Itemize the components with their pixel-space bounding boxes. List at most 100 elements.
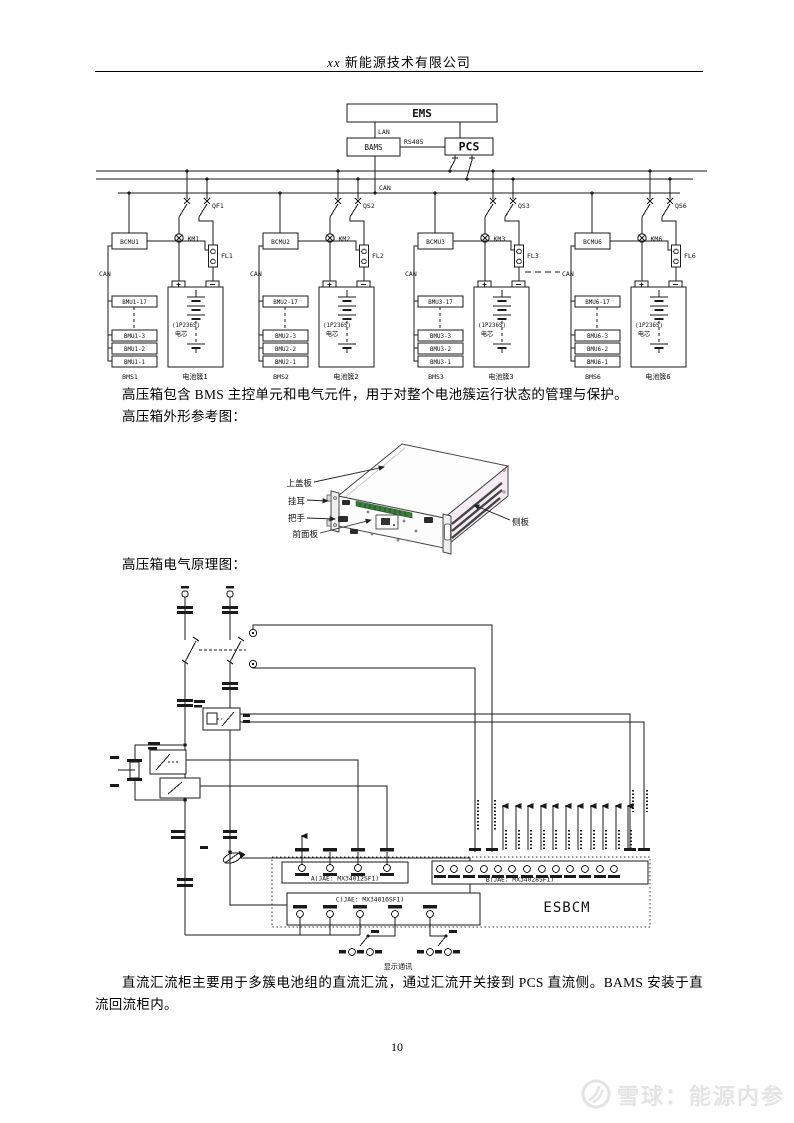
- signal-arrows: [501, 803, 634, 850]
- system-topology-figure: EMS LAN BAMS PCS RS485 CAN QF1 KM1 FL1 B…: [96, 103, 707, 381]
- cluster6-can-label: CAN: [562, 270, 574, 278]
- paragraph-schematic-title: 高压箱电气原理图：: [122, 557, 247, 572]
- cluster1-can-label: CAN: [99, 270, 111, 278]
- cluster6-cell-label: 电芯: [638, 330, 650, 338]
- paragraph-dc-combiner: 直流汇流柜主要用于多簇电池组的直流汇流，通过汇流开关接到 PCS 直流侧。BAM…: [95, 975, 703, 1012]
- cluster6-contactor-label: KM6: [651, 235, 663, 243]
- cluster3-bmu-last: BMU3-17: [428, 300, 453, 306]
- cluster1-switch-label: QF1: [212, 202, 224, 210]
- cluster6-bmu3: BMU6-3: [587, 334, 608, 340]
- label-top-cover: 上盖板: [286, 478, 312, 489]
- cluster6-name: 电池簇6: [645, 372, 670, 381]
- cluster2-switch-label: QS2: [363, 202, 375, 210]
- lan-label: LAN: [378, 128, 390, 136]
- label-handle: 把手: [288, 513, 306, 524]
- cluster2-can-label: CAN: [250, 270, 262, 278]
- cluster2-cell-label: 电芯: [326, 330, 338, 338]
- breaker-2: [229, 640, 242, 663]
- front-handle: [342, 500, 350, 505]
- terminal-negative: [226, 590, 234, 598]
- rs485-label: RS485: [404, 138, 424, 146]
- battery-cluster-6: QS6 KM6 FL6 BCMU6 CAN BMU6-17 BMU6-3 BMU…: [562, 168, 696, 381]
- display-comm-plugs: [339, 948, 460, 956]
- cluster3-bms-label: BMS3: [428, 373, 444, 381]
- esbcm-label: ESBCM: [543, 900, 590, 916]
- cluster6-bmu1: BMU6-1: [587, 360, 608, 366]
- cluster6-fuse-label: FL6: [684, 252, 696, 260]
- cluster3-bcmu-label: BCMU3: [426, 239, 445, 246]
- cluster1-bmu3: BMU1-3: [124, 334, 145, 340]
- cluster1-name: 电池簇1: [182, 372, 207, 381]
- connector-a-label: A(JAE: MX34012SF1): [311, 876, 379, 883]
- cluster2-bmu-last: BMU2-17: [273, 300, 298, 306]
- hv-box-figure: 上盖板 挂耳 把手 前面板 侧板: [286, 443, 530, 555]
- connector-c-box: [286, 892, 481, 926]
- label-front-panel: 前面板: [292, 529, 318, 540]
- cluster3-bmu2: BMU3-2: [430, 347, 451, 353]
- cluster6-bcmu-label: BCMU6: [583, 239, 602, 246]
- company-name: 新能源技术有限公司: [340, 55, 471, 70]
- esbcm-board-outline: [271, 856, 651, 928]
- pcs-label: PCS: [459, 140, 480, 154]
- page-number: 10: [391, 1040, 403, 1054]
- company-prefix: xx: [327, 55, 341, 70]
- breaker-1: [184, 640, 197, 663]
- cluster1-bmu1: BMU1-1: [124, 360, 145, 366]
- cluster1-bmu-last: BMU1-17: [122, 300, 147, 306]
- cluster2-bmu2: BMU2-2: [275, 347, 296, 353]
- cluster6-cell-spec: (1P236S): [635, 323, 663, 329]
- cluster6-bms-label: BMS6: [585, 373, 601, 381]
- watermark-text: 雪球：能源内参: [617, 1084, 786, 1109]
- cluster2-bcmu-label: BCMU2: [271, 239, 290, 246]
- battery-cluster-2: QS2 KM2 FL2 BCMU2 CAN BMU2-17 BMU2-3 BMU…: [250, 168, 384, 381]
- display-comm-label: 显示通讯: [384, 962, 413, 971]
- cluster2-cell-spec: (1P236S): [323, 323, 351, 329]
- cluster3-bmu3: BMU3-3: [430, 334, 451, 340]
- bams-label: BAMS: [364, 143, 383, 152]
- connector-b-label: B(JAE: MX34028SF1): [486, 877, 554, 884]
- cluster1-bmu2: BMU1-2: [124, 347, 145, 353]
- cluster6-bmu2: BMU6-2: [587, 347, 608, 353]
- cluster2-name: 电池簇2: [333, 372, 358, 381]
- paragraph-outline-ref: 高压箱外形参考图：: [122, 409, 247, 424]
- mounting-ear-left: [330, 490, 340, 533]
- cluster6-bmu-last: BMU6-17: [585, 300, 610, 306]
- cluster3-contactor-label: KM3: [494, 235, 506, 243]
- paragraph-hv-box: 高压箱包含 BMS 主控单元和电气元件，用于对整个电池簇运行状态的管理与保护。: [122, 387, 628, 402]
- watermark-logo: [581, 1079, 611, 1109]
- cluster3-name: 电池簇3: [488, 372, 513, 381]
- connector-a-box: [281, 861, 409, 884]
- cluster1-bms-label: BMS1: [122, 373, 138, 381]
- label-side-panel: 侧板: [512, 517, 530, 528]
- front-handle: [350, 529, 358, 534]
- ems-label: EMS: [412, 107, 432, 120]
- connector-b-pins: [434, 865, 620, 878]
- cluster2-contactor-label: KM2: [339, 235, 351, 243]
- cluster2-bmu3: BMU2-3: [275, 334, 296, 340]
- snowball-icon: [581, 1079, 611, 1109]
- cluster2-bmu1: BMU2-1: [275, 360, 296, 366]
- cluster2-fuse-label: FL2: [372, 252, 384, 260]
- front-handle: [338, 516, 348, 522]
- cluster1-cell-spec: (1P236S): [172, 323, 200, 329]
- side-vent-slot: [451, 489, 503, 532]
- cluster3-cell-spec: (1P236S): [478, 323, 506, 329]
- front-connector: [444, 523, 451, 541]
- connector-c-pins: [293, 905, 437, 918]
- header-rule: [95, 71, 703, 72]
- terminal-positive: [181, 590, 189, 598]
- cluster1-bcmu-label: BCMU1: [120, 239, 139, 246]
- cluster2-bms-label: BMS2: [273, 373, 289, 381]
- side-vent-slot: [451, 482, 503, 525]
- signal-tags: [477, 790, 648, 850]
- cluster1-cell-label: 电芯: [175, 330, 187, 338]
- page-header: xx 新能源技术有限公司: [95, 52, 703, 71]
- cluster3-bmu1: BMU3-1: [430, 360, 451, 366]
- cluster6-switch-label: QS6: [675, 202, 687, 210]
- hv-schematic-figure: A(JAE: MX34012SF1) B(JAE: MX34028SF1): [110, 586, 651, 971]
- ems-box: [346, 103, 498, 123]
- cluster3-cell-label: 电芯: [481, 330, 493, 338]
- cluster3-switch-label: QS3: [518, 202, 530, 210]
- cluster3-fuse-label: FL3: [527, 252, 539, 260]
